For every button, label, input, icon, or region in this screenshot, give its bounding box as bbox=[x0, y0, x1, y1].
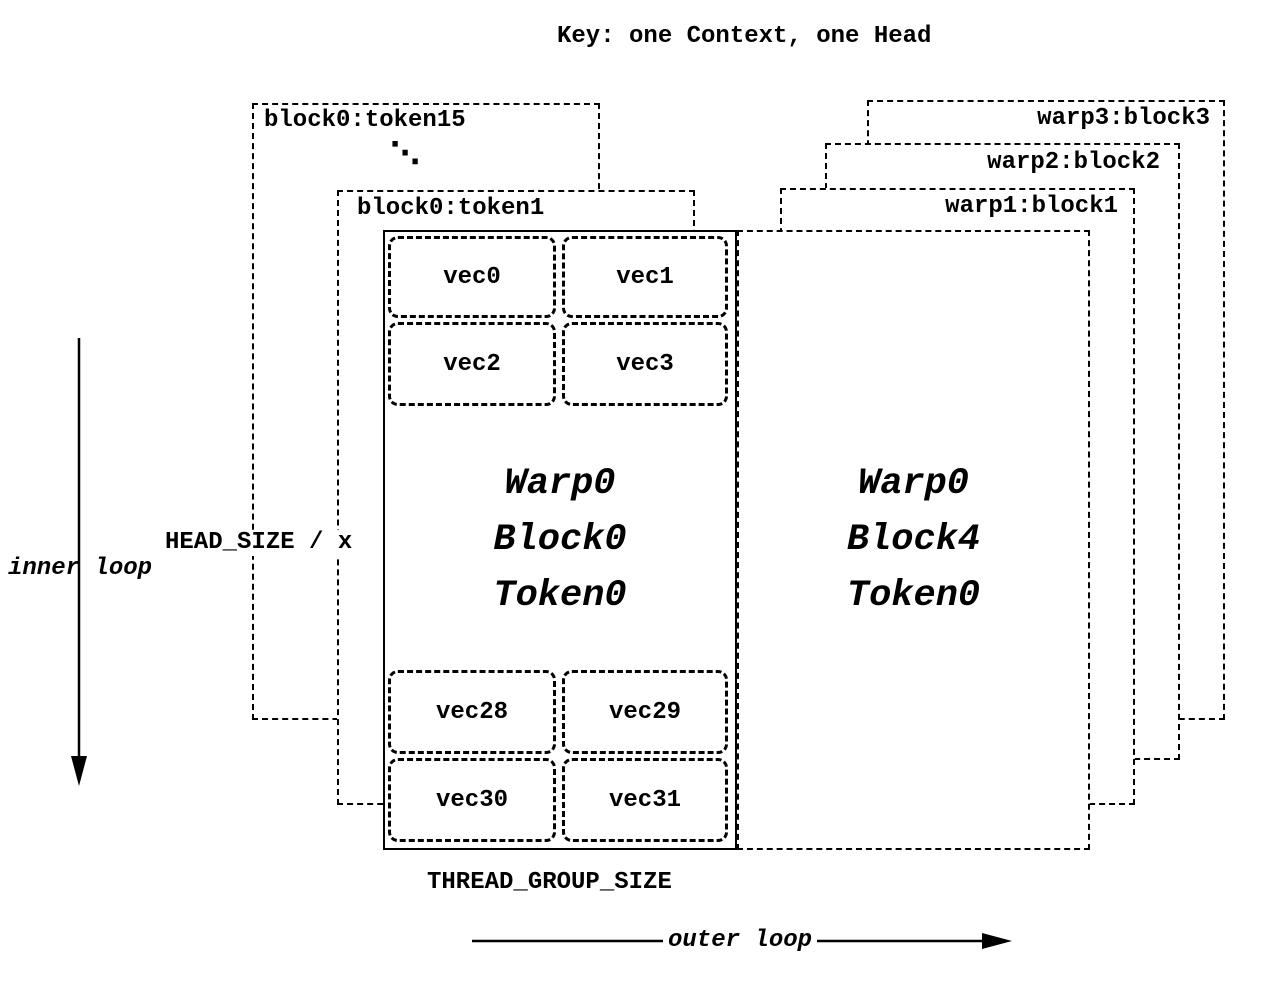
left-block-line: Warp0 bbox=[504, 463, 616, 505]
left-block-caption: Warp0 Block0 Token0 bbox=[385, 232, 735, 848]
inner-loop-arrow bbox=[71, 338, 87, 786]
label-warp1-block1: warp1:block1 bbox=[945, 193, 1118, 220]
left-block-line: Token0 bbox=[493, 575, 627, 617]
box-warp0-block0-token0: Warp0 Block0 Token0 vec0 vec1 vec2 vec3 … bbox=[383, 230, 737, 850]
label-block0-token15: block0:token15 bbox=[264, 107, 466, 134]
vec-cell: vec31 bbox=[562, 758, 728, 842]
vec-cell: vec0 bbox=[388, 236, 556, 318]
box-warp0-block4-token0: Warp0 Block4 Token0 bbox=[737, 230, 1090, 850]
label-block0-token1: block0:token1 bbox=[357, 195, 545, 222]
vec-cell: vec2 bbox=[388, 322, 556, 406]
vec-cell: vec28 bbox=[388, 670, 556, 754]
diagonal-ellipsis-icon: ⋱ bbox=[390, 136, 420, 171]
label-outer-loop: outer loop bbox=[663, 927, 818, 955]
right-block-line: Warp0 bbox=[857, 463, 970, 505]
label-warp3-block3: warp3:block3 bbox=[1037, 105, 1210, 132]
label-thread-group-size: THREAD_GROUP_SIZE bbox=[427, 869, 672, 896]
right-block-caption: Warp0 Block4 Token0 bbox=[739, 232, 1088, 848]
vec-cell: vec3 bbox=[562, 322, 728, 406]
label-warp2-block2: warp2:block2 bbox=[987, 149, 1160, 176]
vec-cell: vec30 bbox=[388, 758, 556, 842]
label-head-size: HEAD_SIZE / x bbox=[160, 529, 358, 557]
diagram-title: Key: one Context, one Head bbox=[557, 23, 932, 50]
vec-cell: vec1 bbox=[562, 236, 728, 318]
right-block-line: Token0 bbox=[846, 575, 981, 617]
left-block-line: Block0 bbox=[493, 519, 627, 561]
vec-cell: vec29 bbox=[562, 670, 728, 754]
right-block-line: Block4 bbox=[846, 519, 981, 561]
